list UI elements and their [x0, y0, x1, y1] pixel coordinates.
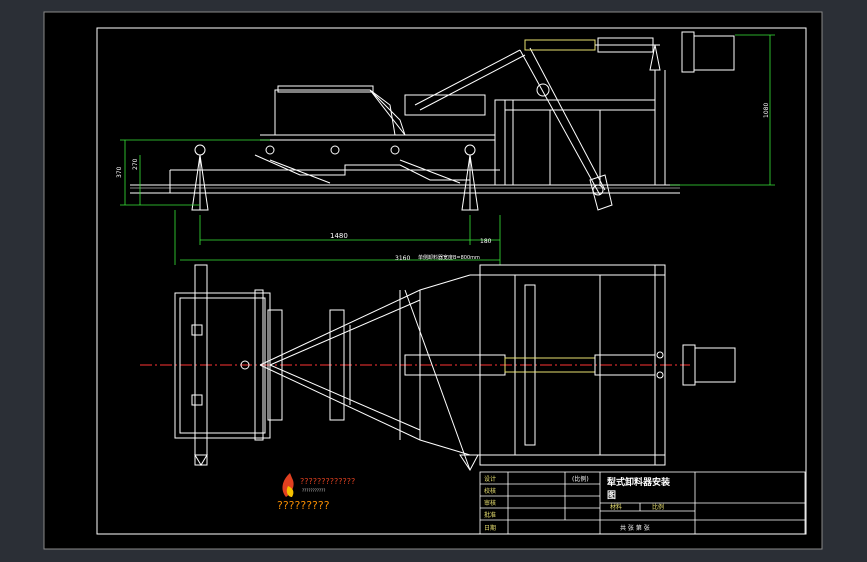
dimension-270: 270: [132, 158, 139, 170]
drawing-sheet: [43, 11, 823, 550]
title-row-label-5: 日期: [484, 524, 496, 532]
drawing-title-line-2: 图: [607, 490, 616, 501]
side-view: [130, 31, 735, 211]
title-row-label-4: 批准: [484, 511, 496, 519]
drawing-border: [96, 27, 807, 535]
drawing-title-line-1: 犁式卸料器安装: [607, 476, 671, 488]
dimension-3160: 3160: [395, 255, 410, 262]
title-row-label-2: 校核: [484, 487, 496, 495]
logo-line-2: ???????????: [302, 488, 325, 493]
flame-core-icon: [286, 486, 294, 497]
title-row-label-1: 设计: [484, 475, 496, 483]
logo-line-1: ?????????????: [300, 477, 355, 486]
sheet-count-label: 共 张 第 张: [620, 524, 650, 532]
side-view-dimensions: [120, 34, 775, 265]
title-row-label-3: 审核: [484, 499, 496, 507]
overall-width-note: 单侧卸料器宽度B=800mm: [418, 254, 480, 261]
company-logo: [282, 473, 294, 497]
dimension-180: 180: [480, 238, 492, 245]
material-label: 材料: [610, 503, 622, 511]
ratio-label: 比例: [652, 503, 664, 511]
dimension-370: 370: [116, 166, 123, 178]
dimension-1080: 1080: [763, 103, 770, 118]
title-block: [479, 471, 806, 535]
dimension-1480: 1480: [330, 232, 348, 240]
scale-label: (比例): [572, 475, 589, 483]
logo-caption: ?????????: [277, 499, 330, 512]
plan-view: [140, 264, 736, 471]
